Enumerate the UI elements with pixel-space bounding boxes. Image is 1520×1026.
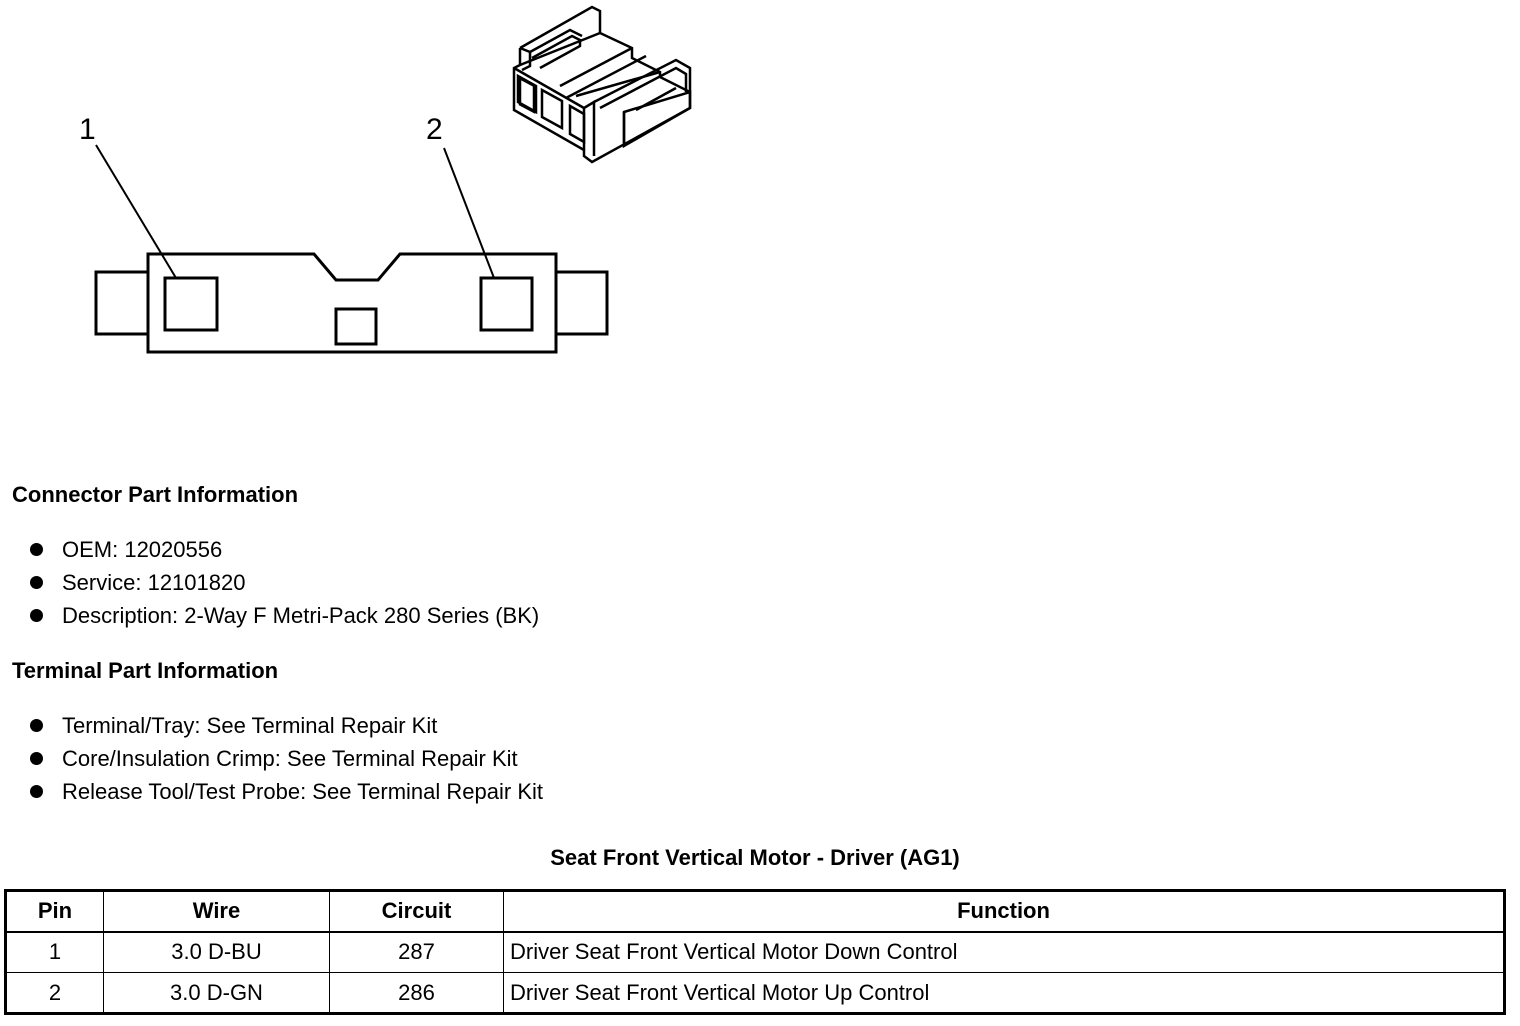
cell-circuit: 286 [329,972,504,1014]
cell-pin: 1 [5,931,104,973]
list-item: Release Tool/Test Probe: See Terminal Re… [30,775,543,808]
bullet-icon [30,785,43,798]
terminal-info-heading: Terminal Part Information [12,658,279,683]
cell-function: Driver Seat Front Vertical Motor Down Co… [503,931,1505,973]
pin-2-label: 2 [426,113,443,146]
list-item: Service: 12101820 [30,566,539,599]
list-item: Terminal/Tray: See Terminal Repair Kit [30,709,543,742]
connector-isometric-drawing [512,5,692,164]
header-function: Function [503,890,1505,933]
table-header-row: Pin Wire Circuit Function [5,890,1505,933]
terminal-info-list: Terminal/Tray: See Terminal Repair Kit C… [30,709,543,808]
cell-function: Driver Seat Front Vertical Motor Up Cont… [503,972,1505,1014]
header-pin: Pin [5,890,104,933]
list-item: Core/Insulation Crimp: See Terminal Repa… [30,742,543,775]
bullet-icon [30,752,43,765]
bullet-icon [30,609,43,622]
table-title: Seat Front Vertical Motor - Driver (AG1) [550,845,960,870]
cell-wire: 3.0 D-GN [103,972,330,1014]
cell-pin: 2 [5,972,104,1014]
connector-info-heading: Connector Part Information [12,482,299,507]
center-key [334,307,378,346]
list-item: Description: 2-Way F Metri-Pack 280 Seri… [30,599,539,632]
pinout-table: Pin Wire Circuit Function 1 3.0 D-BU 287… [4,889,1506,1015]
pin-1-cavity [163,276,219,332]
connector-face-view [94,144,609,354]
header-circuit: Circuit [329,890,504,933]
connector-diagram: 1 2 [79,5,692,354]
list-item: OEM: 12020556 [30,533,539,566]
table-row: 1 3.0 D-BU 287 Driver Seat Front Vertica… [5,931,1505,973]
pin-2-leader [443,147,495,279]
connector-info-list: OEM: 12020556 Service: 12101820 Descript… [30,533,539,632]
header-wire: Wire [103,890,330,933]
cell-wire: 3.0 D-BU [103,931,330,973]
bullet-icon [30,576,43,589]
pin-2-cavity [479,276,534,332]
pin-1-label: 1 [79,113,96,146]
table-row: 2 3.0 D-GN 286 Driver Seat Front Vertica… [5,972,1505,1014]
cell-circuit: 287 [329,931,504,973]
bullet-icon [30,719,43,732]
bullet-icon [30,543,43,556]
pin-1-leader [95,144,177,279]
